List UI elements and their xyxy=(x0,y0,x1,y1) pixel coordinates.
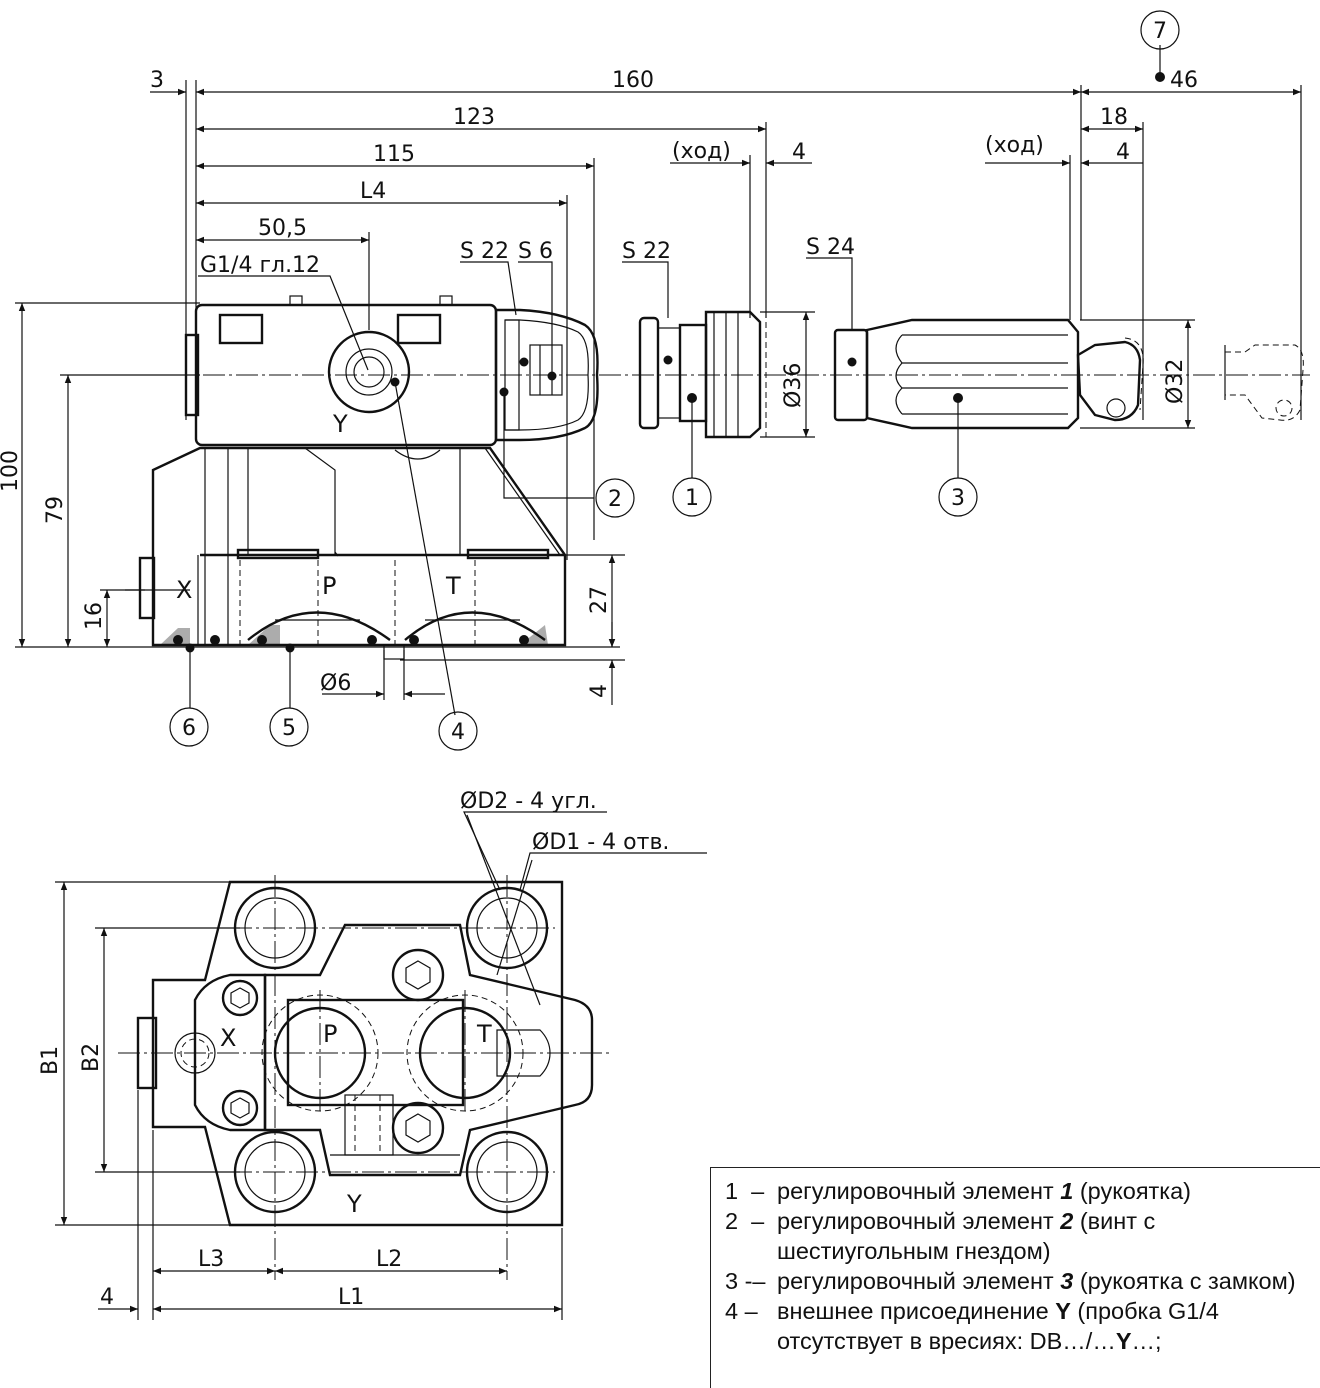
dim-46: 46 xyxy=(1170,68,1198,93)
callout-leaders xyxy=(185,45,1165,708)
callout-3-circle xyxy=(938,477,978,517)
callout-6: 6 xyxy=(182,716,196,741)
legend-item-2: 2 – регулировочный элемент 2 (винт с шес… xyxy=(725,1208,1156,1264)
top-view-dimensions: ØD2 - 4 угл. ØD1 - 4 отв. B1 B2 L3 L2 L1… xyxy=(38,789,707,1320)
legend-item-3: 3 -– регулировочный элемент 3 (рукоятка … xyxy=(725,1268,1296,1294)
dim-4-left-bottom: 4 xyxy=(100,1285,114,1310)
valve-side-view xyxy=(125,295,1310,716)
adjustment-knob xyxy=(638,310,767,439)
callout-5: 5 xyxy=(282,716,296,741)
top-port-y-label: Y xyxy=(346,1190,362,1218)
top-port-x-label: X xyxy=(220,1024,236,1052)
callout-4-circle xyxy=(438,711,478,751)
dim-79: 79 xyxy=(43,496,68,524)
legend-item-4: 4 – внешнее присоединение Y (пробка G1/4… xyxy=(725,1298,1219,1354)
dim-D1: ØD1 - 4 отв. xyxy=(532,830,669,855)
dim-B1: B1 xyxy=(38,1046,63,1075)
dim-s6: S 6 xyxy=(518,239,553,264)
callout-5-circle xyxy=(269,707,309,747)
callout-7: 7 xyxy=(1153,19,1167,44)
dim-123: 123 xyxy=(453,105,495,130)
dim-dia32: Ø32 xyxy=(1163,359,1188,404)
dim-16: 16 xyxy=(82,602,107,630)
callout-6-circle xyxy=(169,707,209,747)
dim-s24: S 24 xyxy=(806,235,855,260)
callout-7-circle xyxy=(1140,10,1180,50)
dim-3: 3 xyxy=(150,68,164,93)
dim-L2: L2 xyxy=(376,1247,402,1272)
callout-2: 2 xyxy=(608,487,622,512)
dim-4-bottom: 4 xyxy=(587,684,612,698)
dim-4-left: 4 xyxy=(792,140,806,165)
dim-115: 115 xyxy=(373,142,415,167)
dim-stroke-left: (ход) xyxy=(672,139,731,164)
dim-D2: ØD2 - 4 угл. xyxy=(460,789,597,814)
callout-3: 3 xyxy=(951,486,965,511)
dim-L4: L4 xyxy=(360,179,386,204)
top-dimensions xyxy=(15,80,1302,705)
callout-4: 4 xyxy=(451,720,465,745)
port-x-label: X xyxy=(176,576,192,604)
top-port-t-label: T xyxy=(476,1020,492,1048)
legend-item-1: 1 – регулировочный элемент 1 (рукоятка) xyxy=(725,1178,1192,1204)
dim-L3: L3 xyxy=(198,1247,224,1272)
dim-dia6: Ø6 xyxy=(320,671,351,696)
side-port-labels: X P T Y xyxy=(176,410,461,604)
dim-4-right: 4 xyxy=(1116,140,1130,165)
dim-160: 160 xyxy=(612,68,654,93)
valve-top-view xyxy=(118,875,612,1280)
dim-B2: B2 xyxy=(79,1043,104,1072)
dim-stroke-right: (ход) xyxy=(985,133,1044,158)
callout-1: 1 xyxy=(685,486,699,511)
dim-dia36: Ø36 xyxy=(781,363,806,408)
port-p-label: P xyxy=(322,572,336,600)
port-t-label: T xyxy=(445,572,461,600)
dim-L1: L1 xyxy=(338,1285,364,1310)
dim-s22-b: S 22 xyxy=(622,239,671,264)
dim-100: 100 xyxy=(0,450,23,492)
top-dimension-text: 3 160 123 115 L4 50,5 G1/4 гл.12 46 18 (… xyxy=(0,68,1198,698)
lock-handle xyxy=(833,318,1304,430)
top-port-p-label: P xyxy=(323,1020,337,1048)
legend: 1 – регулировочный элемент 1 (рукоятка) … xyxy=(710,1167,1320,1388)
callout-circles: 2 1 3 4 5 6 7 xyxy=(169,10,1180,751)
callout-2-circle xyxy=(595,478,635,518)
dim-s22-a: S 22 xyxy=(460,239,509,264)
dim-18: 18 xyxy=(1100,105,1128,130)
dim-thread: G1/4 гл.12 xyxy=(200,253,320,278)
dim-50-5: 50,5 xyxy=(258,216,307,241)
port-y-label: Y xyxy=(332,410,348,438)
dim-27: 27 xyxy=(587,586,612,614)
callout-1-circle xyxy=(672,477,712,517)
